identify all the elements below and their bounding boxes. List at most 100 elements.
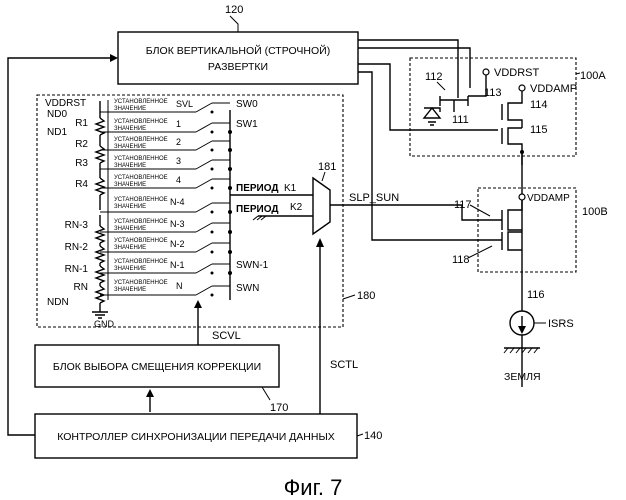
svg-text:SWN: SWN <box>236 283 259 294</box>
dummy-vddamp-label: VDDAMP <box>527 193 570 204</box>
svg-text:SW1: SW1 <box>236 119 258 130</box>
svg-text:117: 117 <box>454 199 472 211</box>
pixel-100b: 100B VDDAMP 117 118 <box>452 188 608 272</box>
svg-text:ЗНАЧЕНИЕ: ЗНАЧЕНИЕ <box>114 144 146 150</box>
pixel-vddamp-label: VDDAMP <box>530 83 577 95</box>
svg-text:ЗНАЧЕНИЕ: ЗНАЧЕНИЕ <box>114 266 146 272</box>
res-r2-label: R2 <box>75 139 88 150</box>
svg-text:ЗНАЧЕНИЕ: ЗНАЧЕНИЕ <box>114 226 146 232</box>
vertical-scan-title-1: БЛОК ВЕРТИКАЛЬНОЙ (СТРОЧНОЙ) <box>146 44 330 57</box>
preset-row-9: УСТАНОВЛЕННОЕ ЗНАЧЕНИЕ N SWN <box>100 280 259 297</box>
svg-text:SWN-1: SWN-1 <box>236 260 269 271</box>
svg-text:УСТАНОВЛЕННОЕ: УСТАНОВЛЕННОЕ <box>114 156 168 162</box>
svg-text:УСТАНОВЛЕННОЕ: УСТАНОВЛЕННОЕ <box>114 119 168 125</box>
ladder-vddrst-label: VDDRST <box>45 98 86 109</box>
column-ref: 116 <box>527 289 545 301</box>
preset-row-6: УСТАНОВЛЕННОЕ ЗНАЧЕНИЕ N-3 <box>100 219 214 234</box>
vertical-scan-title-2: РАЗВЕРТКИ <box>208 61 268 73</box>
svg-text:118: 118 <box>452 254 470 266</box>
resistor-rn1 <box>96 266 104 283</box>
figure-caption: Фиг. 7 <box>284 475 343 500</box>
svg-text:114: 114 <box>530 99 548 111</box>
pixel-100a: 100A VDDRST VDDAMP 112 113 111 114 115 <box>410 58 606 165</box>
svg-text:4: 4 <box>176 175 181 185</box>
res-r4-label: R4 <box>75 179 88 190</box>
bias-select-label: БЛОК ВЫБОРА СМЕЩЕНИЯ КОРРЕКЦИИ <box>53 361 261 373</box>
k2-label: K2 <box>290 202 303 213</box>
svg-text:N-2: N-2 <box>170 239 185 249</box>
svg-text:УСТАНОВЛЕННОЕ: УСТАНОВЛЕННОЕ <box>114 219 168 225</box>
ground-hatch-icon <box>504 348 538 353</box>
controller-ref: 140 <box>364 430 382 442</box>
ladder-ref: 180 <box>357 290 375 302</box>
svg-text:113: 113 <box>484 87 502 99</box>
node-nd1-label: ND1 <box>47 127 67 138</box>
svg-text:УСТАНОВЛЕННОЕ: УСТАНОВЛЕННОЕ <box>114 99 168 105</box>
svg-text:N-3: N-3 <box>170 219 185 229</box>
vertical-scan-block: БЛОК ВЕРТИКАЛЬНОЙ (СТРОЧНОЙ) РАЗВЕРТКИ 1… <box>118 4 358 84</box>
current-source: 116 ISRS ЗЕМЛЯ <box>504 289 574 383</box>
svg-text:112: 112 <box>425 71 443 83</box>
svg-text:1: 1 <box>176 119 181 129</box>
node-nd0-label: ND0 <box>47 109 67 120</box>
preset-row-1: УСТАНОВЛЕННОЕ ЗНАЧЕНИЕ 1 SW1 <box>100 119 258 134</box>
res-r1-label: R1 <box>75 118 88 129</box>
svg-text:УСТАНОВЛЕННОЕ: УСТАНОВЛЕННОЕ <box>114 175 168 181</box>
isrs-label: ISRS <box>548 318 574 330</box>
preset-row-0: УСТАНОВЛЕННОЕ ЗНАЧЕНИЕ SVL SW0 <box>100 99 258 114</box>
period-k1-label: ПЕРИОД <box>236 183 279 194</box>
res-rn3-label: RN-3 <box>65 220 89 231</box>
preset-row-7: УСТАНОВЛЕННОЕ ЗНАЧЕНИЕ N-2 <box>100 238 214 254</box>
resistor-r2 <box>96 146 104 163</box>
scvl-label: SCVL <box>212 330 241 342</box>
svg-text:УСТАНОВЛЕННОЕ: УСТАНОВЛЕННОЕ <box>114 259 168 265</box>
svg-text:111: 111 <box>452 114 469 126</box>
res-rn-label: RN <box>74 282 88 293</box>
svg-text:SW0: SW0 <box>236 99 258 110</box>
svg-text:N-4: N-4 <box>170 197 185 207</box>
svg-text:ЗНАЧЕНИЕ: ЗНАЧЕНИЕ <box>114 182 146 188</box>
resistor-rn2 <box>96 246 104 263</box>
svg-text:2: 2 <box>176 137 181 147</box>
pixel-vddrst-label: VDDRST <box>494 67 540 79</box>
period-k2-label: ПЕРИОД <box>236 204 279 215</box>
bias-select-block: БЛОК ВЫБОРА СМЕЩЕНИЯ КОРРЕКЦИИ 170 SCVL <box>35 330 288 414</box>
k1-label: K1 <box>284 183 297 194</box>
sctl-label: SCTL <box>330 359 358 371</box>
preset-row-5: УСТАНОВЛЕННОЕ ЗНАЧЕНИЕ N-4 <box>100 197 214 214</box>
preset-row-2: УСТАНОВЛЕННОЕ ЗНАЧЕНИЕ 2 <box>100 137 214 152</box>
mux-ref: 181 <box>318 161 336 173</box>
resistor-rn3 <box>96 226 104 243</box>
svg-text:ЗНАЧЕНИЕ: ЗНАЧЕНИЕ <box>114 204 146 210</box>
res-r3-label: R3 <box>75 158 88 169</box>
ladder-gnd-label: GND <box>94 319 115 329</box>
svg-text:3: 3 <box>176 156 181 166</box>
res-rn2-label: RN-2 <box>65 242 89 253</box>
resistor-r4 <box>96 178 104 195</box>
svg-text:N: N <box>176 281 183 291</box>
svg-text:ЗНАЧЕНИЕ: ЗНАЧЕНИЕ <box>114 106 146 112</box>
controller-label: КОНТРОЛЛЕР СИНХРОНИЗАЦИИ ПЕРЕДАЧИ ДАННЫХ <box>57 431 335 443</box>
ground-label: ЗЕМЛЯ <box>504 371 541 383</box>
node-ndn-label: NDN <box>47 297 69 308</box>
mux-output-label: SLP_SUN <box>349 192 399 204</box>
svg-text:УСТАНОВЛЕННОЕ: УСТАНОВЛЕННОЕ <box>114 137 168 143</box>
svg-text:ЗНАЧЕНИЕ: ЗНАЧЕНИЕ <box>114 287 146 293</box>
scan-wire-4 <box>358 72 485 240</box>
svg-text:ЗНАЧЕНИЕ: ЗНАЧЕНИЕ <box>114 245 146 251</box>
ground-icon <box>92 312 108 318</box>
svg-text:115: 115 <box>530 124 548 136</box>
svg-text:SVL: SVL <box>176 99 193 109</box>
scan-input-arrow <box>110 54 118 62</box>
svg-text:УСТАНОВЛЕННОЕ: УСТАНОВЛЕННОЕ <box>114 238 168 244</box>
dummy-ref: 100B <box>582 206 608 218</box>
svg-text:УСТАНОВЛЕННОЕ: УСТАНОВЛЕННОЕ <box>114 197 168 203</box>
vertical-scan-ref: 120 <box>225 4 243 16</box>
svg-text:УСТАНОВЛЕННОЕ: УСТАНОВЛЕННОЕ <box>114 280 168 286</box>
preset-row-4: УСТАНОВЛЕННОЕ ЗНАЧЕНИЕ 4 <box>100 175 214 190</box>
preset-row-8: УСТАНОВЛЕННОЕ ЗНАЧЕНИЕ N-1 SWN-1 <box>100 259 269 275</box>
bias-select-ref: 170 <box>270 402 288 414</box>
pixel-ref: 100A <box>580 70 606 82</box>
svg-text:N-1: N-1 <box>170 260 185 270</box>
